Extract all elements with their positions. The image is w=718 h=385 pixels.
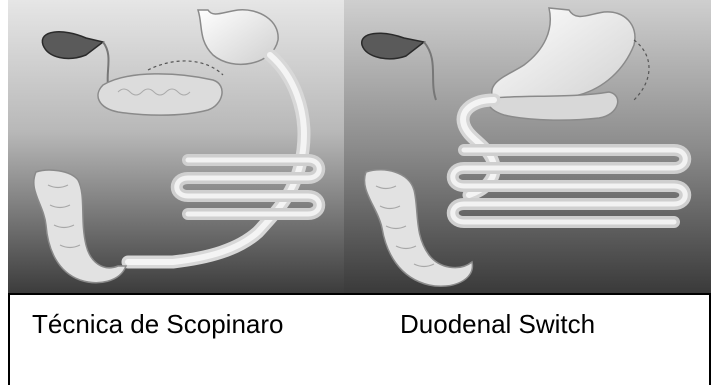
- caption-box: Técnica de Scopinaro Duodenal Switch: [8, 293, 711, 385]
- caption-scopinaro: Técnica de Scopinaro: [32, 309, 283, 340]
- duodenal-switch-illustration: [344, 0, 711, 293]
- caption-duodenal-switch: Duodenal Switch: [400, 309, 595, 340]
- scopinaro-illustration: [8, 0, 344, 293]
